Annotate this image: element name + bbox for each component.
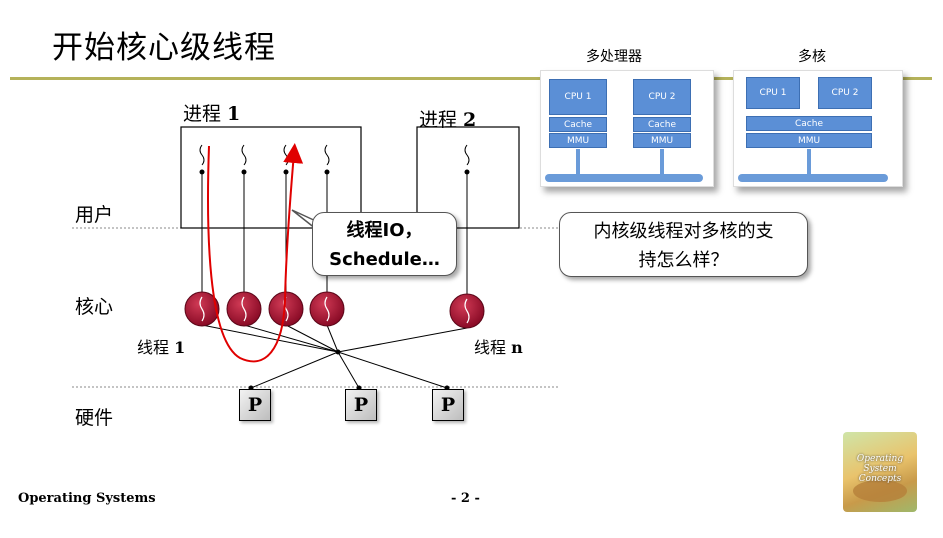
cpu-block: CPU 2 — [633, 79, 691, 115]
multicore-panel: CPU 1 CPU 2 Cache MMU — [733, 70, 903, 187]
user-thread-squiggle — [199, 144, 205, 166]
bus-connector — [576, 149, 580, 175]
user-thread-squiggle — [324, 144, 330, 166]
user-thread-squiggle — [241, 144, 247, 166]
scheduler-dot — [335, 349, 341, 355]
user-thread-squiggle — [464, 144, 470, 166]
cache-block: Cache — [549, 117, 607, 132]
processor-box: P — [345, 389, 377, 421]
logo-text: Operating System Concepts — [856, 454, 904, 484]
title-rule — [10, 77, 932, 80]
thread-dots — [199, 169, 470, 175]
scheduler-lines — [201, 324, 468, 389]
course-name: Operating Systems — [18, 491, 156, 506]
cpu-block: CPU 1 — [549, 79, 607, 115]
dinosaur-shape — [853, 480, 907, 502]
callout-line: 线程IO， — [346, 220, 423, 241]
mmu-block: MMU — [633, 133, 691, 148]
bus-connector — [807, 149, 811, 175]
hardware-layer-label: 硬件 — [75, 407, 114, 429]
process-1-box — [180, 126, 362, 229]
multiprocessor-panel: CPU 1 CPU 2 Cache Cache MMU MMU — [540, 70, 714, 187]
process-2-box — [416, 126, 520, 229]
system-bus — [545, 174, 703, 182]
system-bus — [738, 174, 888, 182]
book-cover-logo: Operating System Concepts — [843, 432, 917, 512]
callout-line: Schedule… — [329, 249, 440, 270]
processor-box: P — [432, 389, 464, 421]
kernel-thread-nodes — [184, 291, 485, 329]
cpu-block: CPU 1 — [746, 77, 800, 109]
cache-block: Cache — [746, 116, 872, 131]
multiprocessor-title: 多处理器 — [586, 49, 642, 65]
kernel-layer-label: 核心 — [75, 296, 114, 318]
callout-line: 内核级线程对多核的支 — [593, 221, 774, 242]
multicore-title: 多核 — [798, 49, 826, 65]
io-schedule-callout: 线程IO， Schedule… — [312, 212, 457, 276]
slide-title: 开始核心级线程 — [52, 30, 276, 66]
thread-1-label: 线程 1 — [137, 338, 186, 357]
processor-box: P — [239, 389, 271, 421]
mmu-block: MMU — [549, 133, 607, 148]
cpu-block: CPU 2 — [818, 77, 872, 109]
cache-block: Cache — [633, 117, 691, 132]
process-2-label: 进程 2 — [419, 109, 477, 131]
callout-line: 持怎么样？ — [638, 250, 729, 271]
user-layer-label: 用户 — [75, 204, 114, 226]
process-1-label: 进程 1 — [183, 103, 241, 125]
thread-n-label: 线程 n — [474, 338, 523, 357]
page-number: - 2 - — [451, 491, 480, 506]
context-switch-arrow — [207, 143, 304, 363]
bus-connector — [660, 149, 664, 175]
multicore-question-callout: 内核级线程对多核的支 持怎么样？ — [559, 212, 808, 277]
mmu-block: MMU — [746, 133, 872, 148]
